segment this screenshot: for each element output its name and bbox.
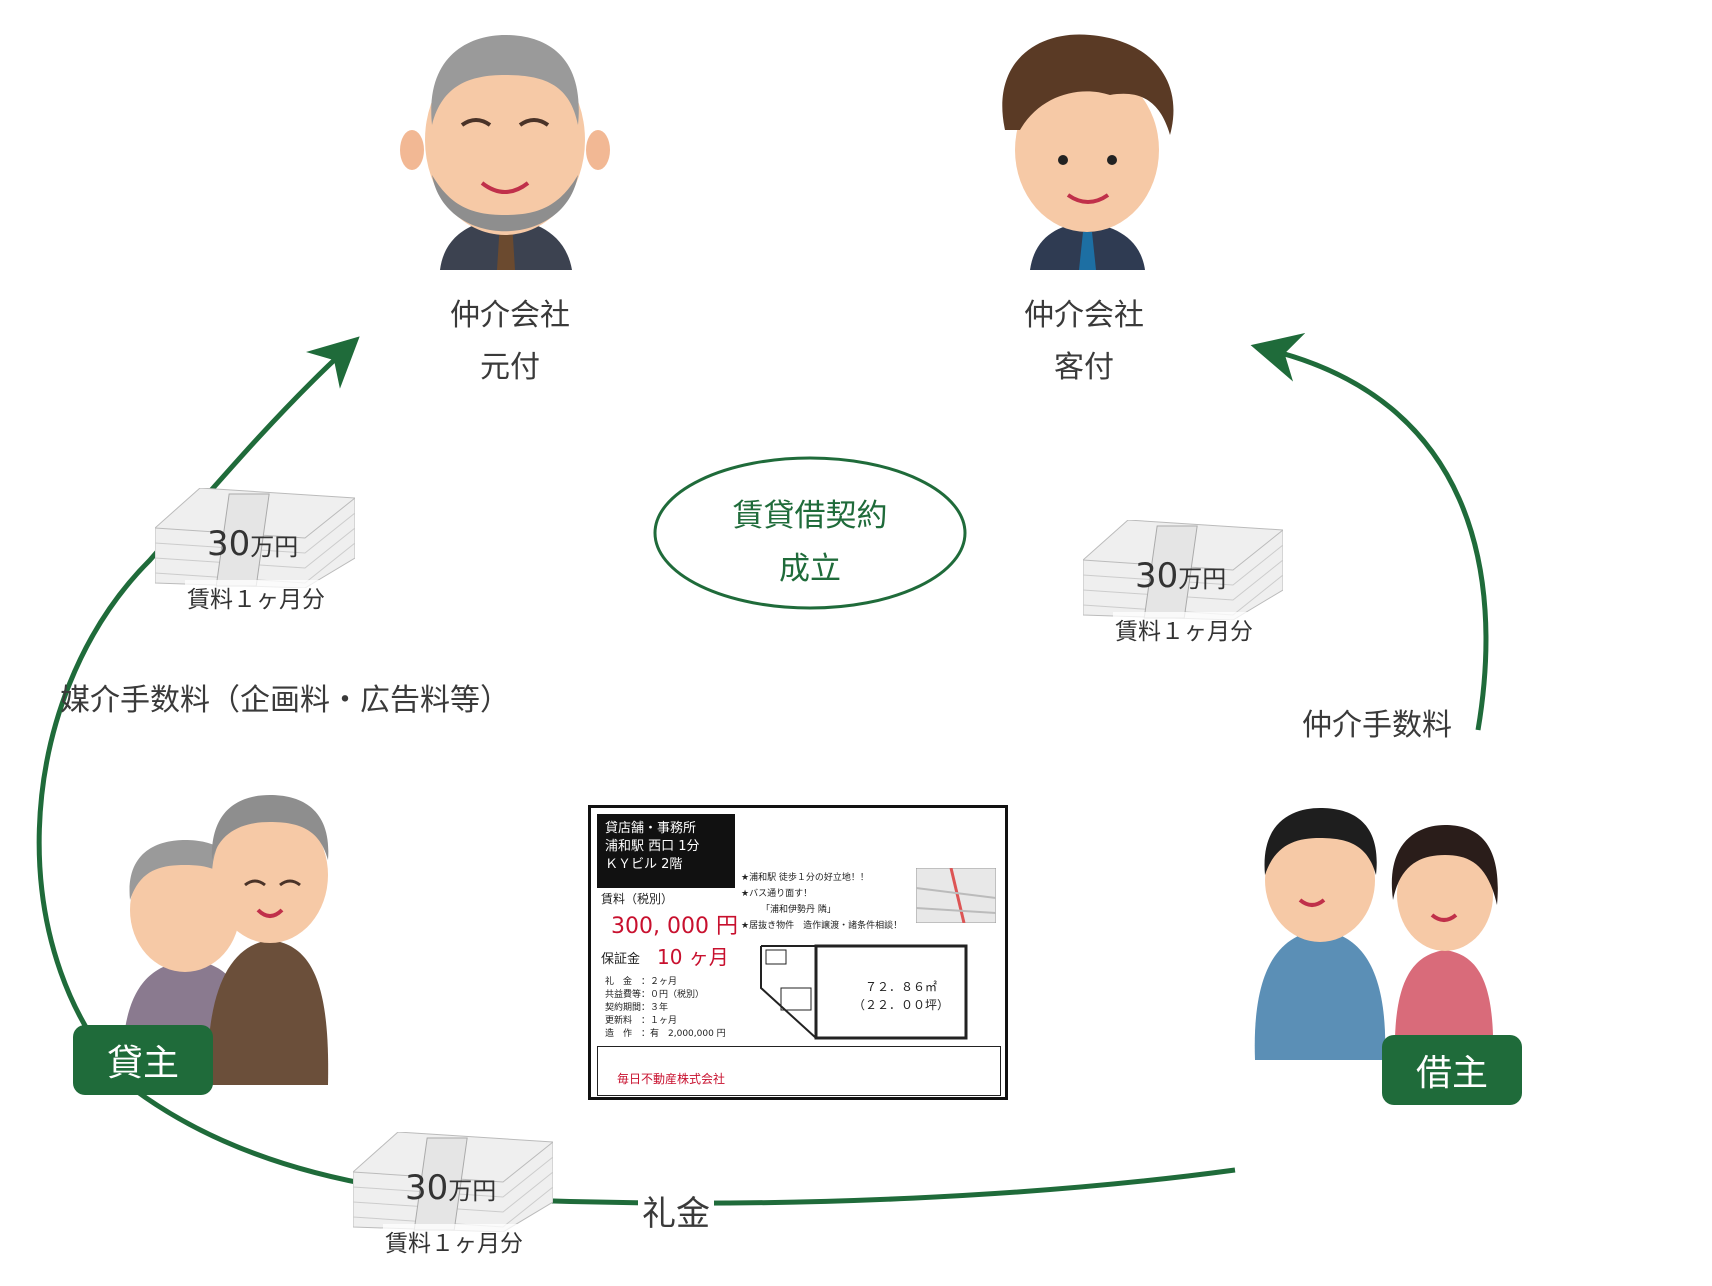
origin-broker-avatar <box>400 35 610 270</box>
tenant-fee-label: 仲介手数料 <box>1302 708 1452 743</box>
money-unit: 万円 <box>448 1177 497 1205</box>
tenant-badge: 借主 <box>1382 1035 1522 1105</box>
money-note: 賃料１ヶ月分 <box>383 1224 525 1258</box>
listing-conditions: 礼 金 ：２ヶ月 共益費等：０円（税別） 契約期間：３年 更新料 ：１ヶ月 造 … <box>605 976 726 1041</box>
floor-plan <box>760 944 968 1040</box>
key-money-label: 礼金 <box>638 1186 714 1235</box>
listing-area-sqm: ７２．８６㎡ <box>865 980 938 994</box>
listing-condition: 更新料 ：１ヶ月 <box>605 1016 678 1026</box>
listing-area: ７２．８６㎡ （２２．００坪） <box>853 978 949 1014</box>
money-amount: 30 <box>405 1168 449 1208</box>
landlord-badge: 貸主 <box>73 1025 213 1095</box>
listing-head-line1: 貸店舗・事務所 <box>605 821 697 836</box>
money-stack-client: 30万円 賃料１ヶ月分 <box>1083 520 1283 646</box>
landlord-fee-label: 媒介手数料（企画料・広告料等） <box>60 683 510 718</box>
money-unit: 万円 <box>1178 565 1227 593</box>
listing-condition: 共益費等：０円（税別） <box>605 990 705 1000</box>
location-map <box>916 868 996 923</box>
listing-area-tsubo: （２２．００坪） <box>853 998 950 1012</box>
listing-deposit-label: 保証金 <box>601 952 641 967</box>
property-listing: 貸店舗・事務所 浦和駅 西口 1分 ＫＹビル 2階 賃料（税別） 300, 00… <box>588 805 1008 1100</box>
key-money-line <box>133 1087 1236 1206</box>
contract-ellipse <box>653 456 967 610</box>
listing-head-line2: 浦和駅 西口 1分 <box>605 839 700 854</box>
money-note: 賃料１ヶ月分 <box>1113 612 1255 646</box>
client-broker-line1: 仲介会社 <box>1024 298 1144 333</box>
money-stack-origin: 30万円 賃料１ヶ月分 <box>155 488 355 614</box>
money-bundle-icon <box>155 488 355 588</box>
listing-header: 貸店舗・事務所 浦和駅 西口 1分 ＫＹビル 2階 <box>597 814 735 888</box>
listing-condition: 造 作 ：有 2,000,000 円 <box>605 1029 726 1039</box>
listing-bullet: ★浦和駅 徒歩１分の好立地！！ <box>741 873 869 883</box>
contract-line1: 賃貸借契約 <box>732 498 888 534</box>
listing-bullets: ★浦和駅 徒歩１分の好立地！！ ★バス通り面す！ 「浦和伊勢丹 隣」 ★居抜き物… <box>741 870 902 934</box>
client-broker-avatar <box>1002 34 1174 270</box>
listing-condition: 契約期間：３年 <box>605 1003 669 1013</box>
listing-bullet: ★居抜き物件 造作譲渡・諸条件相談！ <box>741 921 903 931</box>
landlord-to-origin-arrow <box>36 336 360 1092</box>
money-stack-keymoney: 30万円 賃料１ヶ月分 <box>353 1132 553 1258</box>
listing-bullet: 「浦和伊勢丹 隣」 <box>761 905 836 915</box>
client-broker-line2: 客付 <box>1054 350 1114 385</box>
origin-broker-line1: 仲介会社 <box>450 298 570 333</box>
money-unit: 万円 <box>250 533 299 561</box>
tenant-to-client-arrow <box>1250 333 1489 731</box>
listing-rent-label: 賃料（税別） <box>601 892 674 906</box>
money-amount: 30 <box>1135 556 1179 596</box>
listing-bullet: ★バス通り面す！ <box>741 889 813 899</box>
contract-line2: 成立 <box>779 551 841 587</box>
listing-deposit-value: 10 ヶ月 <box>657 945 729 969</box>
listing-head-line3: ＫＹビル 2階 <box>605 857 683 872</box>
listing-footer <box>597 1046 1001 1096</box>
money-amount: 30 <box>207 524 251 564</box>
origin-broker-line2: 元付 <box>480 350 540 385</box>
money-note: 賃料１ヶ月分 <box>185 580 327 614</box>
money-bundle-icon <box>353 1132 553 1232</box>
money-bundle-icon <box>1083 520 1283 620</box>
listing-rent-value: 300, 000 円 <box>611 914 738 939</box>
listing-condition: 礼 金 ：２ヶ月 <box>605 977 678 987</box>
tenant-avatar <box>1254 808 1498 1060</box>
listing-company: 毎日不動産株式会社 <box>617 1072 726 1086</box>
